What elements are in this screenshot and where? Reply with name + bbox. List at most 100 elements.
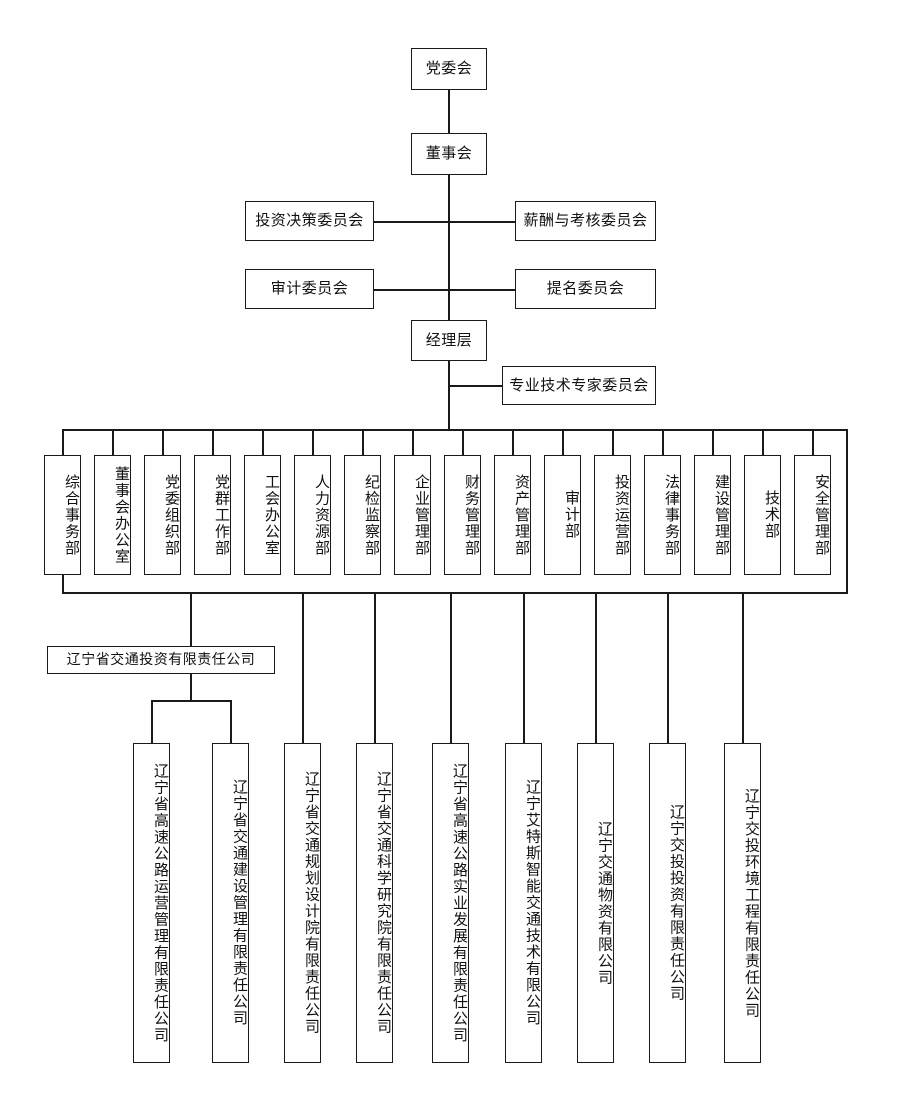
dept-box-11[interactable]: 审计部 xyxy=(544,455,581,575)
dept-box-3[interactable]: 党委组织部 xyxy=(144,455,181,575)
department-bus-line xyxy=(62,429,848,431)
node-remuneration-assessment-committee-label: 薪酬与考核委员会 xyxy=(523,211,648,230)
sub-drop-5 xyxy=(450,592,452,743)
subsidiary-label-7: 辽宁交通物资有限公司 xyxy=(596,820,614,986)
sub-drop-6 xyxy=(523,592,525,743)
connector-investment-committee xyxy=(373,221,449,223)
dept-label-12: 投资运营部 xyxy=(613,473,631,557)
sub-drop-2 xyxy=(230,700,232,743)
dept-drop-7 xyxy=(362,429,364,455)
dept-drop-3 xyxy=(162,429,164,455)
node-board-of-directors-label: 董事会 xyxy=(425,144,473,163)
node-nomination-committee-label: 提名委员会 xyxy=(546,279,625,298)
dept-drop-8 xyxy=(412,429,414,455)
dept-label-7: 纪检监察部 xyxy=(363,473,381,557)
dept-label-3: 党委组织部 xyxy=(163,473,181,557)
node-technical-expert-committee[interactable]: 专业技术专家委员会 xyxy=(502,366,656,405)
connector-party-to-board xyxy=(448,90,450,134)
node-investment-decision-committee-label: 投资决策委员会 xyxy=(255,211,364,230)
dept-label-6: 人力资源部 xyxy=(313,473,331,557)
connector-nomination-committee xyxy=(448,289,516,291)
node-management-layer[interactable]: 经理层 xyxy=(411,320,487,361)
dept-label-9: 财务管理部 xyxy=(463,473,481,557)
subsidiary-box-7[interactable]: 辽宁交通物资有限公司 xyxy=(577,743,614,1063)
dept-box-12[interactable]: 投资运营部 xyxy=(594,455,631,575)
subsidiary-box-1[interactable]: 辽宁省高速公路运营管理有限责任公司 xyxy=(133,743,170,1063)
connector-management-down xyxy=(448,361,450,431)
dept-drop-10 xyxy=(512,429,514,455)
dept-drop-12 xyxy=(612,429,614,455)
dept-box-14[interactable]: 建设管理部 xyxy=(694,455,731,575)
dept-label-16: 安全管理部 xyxy=(813,473,831,557)
sub-drop-4 xyxy=(374,592,376,743)
subsidiary-bus-line xyxy=(62,592,848,594)
node-holding-company-label: 辽宁省交通投资有限责任公司 xyxy=(66,651,256,668)
dept-drop-9 xyxy=(462,429,464,455)
subsidiary-label-8: 辽宁交投投资有限责任公司 xyxy=(668,804,686,1002)
subsidiary-label-6: 辽宁艾特斯智能交通技术有限公司 xyxy=(524,779,542,1027)
dept-drop-2 xyxy=(112,429,114,455)
subsidiary-label-5: 辽宁省高速公路实业发展有限责任公司 xyxy=(451,762,469,1044)
subsidiary-box-8[interactable]: 辽宁交投投资有限责任公司 xyxy=(649,743,686,1063)
dept-drop-14 xyxy=(712,429,714,455)
node-investment-decision-committee[interactable]: 投资决策委员会 xyxy=(245,201,374,241)
dept-label-4: 党群工作部 xyxy=(213,473,231,557)
dept-label-2: 董事会办公室 xyxy=(113,465,131,565)
node-nomination-committee[interactable]: 提名委员会 xyxy=(515,269,656,309)
dept-drop-16 xyxy=(812,429,814,455)
node-board-of-directors[interactable]: 董事会 xyxy=(411,133,487,175)
node-party-committee-label: 党委会 xyxy=(425,59,473,78)
sub-drop-8 xyxy=(667,592,669,743)
bus-right-rail xyxy=(846,429,848,594)
subsidiary-box-5[interactable]: 辽宁省高速公路实业发展有限责任公司 xyxy=(432,743,469,1063)
dept-label-8: 企业管理部 xyxy=(413,473,431,557)
node-audit-committee-label: 审计委员会 xyxy=(270,279,349,298)
connector-holding-up xyxy=(190,592,192,646)
subsidiary-label-3: 辽宁省交通规划设计院有限责任公司 xyxy=(303,771,321,1035)
dept-box-5[interactable]: 工会办公室 xyxy=(244,455,281,575)
dept-box-13[interactable]: 法律事务部 xyxy=(644,455,681,575)
dept-box-6[interactable]: 人力资源部 xyxy=(294,455,331,575)
dept-box-7[interactable]: 纪检监察部 xyxy=(344,455,381,575)
dept-drop-6 xyxy=(312,429,314,455)
dept-label-15: 技术部 xyxy=(763,490,781,540)
dept-box-16[interactable]: 安全管理部 xyxy=(794,455,831,575)
dept-box-10[interactable]: 资产管理部 xyxy=(494,455,531,575)
dept-drop-11 xyxy=(562,429,564,455)
subsidiary-box-9[interactable]: 辽宁交投环境工程有限责任公司 xyxy=(724,743,761,1063)
dept-drop-15 xyxy=(762,429,764,455)
node-holding-company[interactable]: 辽宁省交通投资有限责任公司 xyxy=(47,646,275,674)
dept-box-9[interactable]: 财务管理部 xyxy=(444,455,481,575)
subsidiary-box-4[interactable]: 辽宁省交通科学研究院有限责任公司 xyxy=(356,743,393,1063)
sub-drop-3 xyxy=(302,592,304,743)
node-audit-committee[interactable]: 审计委员会 xyxy=(245,269,374,309)
node-party-committee[interactable]: 党委会 xyxy=(411,48,487,90)
subsidiary-box-3[interactable]: 辽宁省交通规划设计院有限责任公司 xyxy=(284,743,321,1063)
dept-label-14: 建设管理部 xyxy=(713,473,731,557)
dept-label-11: 审计部 xyxy=(563,490,581,540)
subsidiary-label-4: 辽宁省交通科学研究院有限责任公司 xyxy=(375,771,393,1035)
dept-drop-5 xyxy=(262,429,264,455)
node-remuneration-assessment-committee[interactable]: 薪酬与考核委员会 xyxy=(515,201,656,241)
dept-box-4[interactable]: 党群工作部 xyxy=(194,455,231,575)
connector-holding-down xyxy=(190,673,192,702)
connector-board-to-management xyxy=(448,175,450,320)
dept-box-15[interactable]: 技术部 xyxy=(744,455,781,575)
holding-split-bus xyxy=(151,700,232,702)
dept-label-1: 综合事务部 xyxy=(63,473,81,557)
dept-label-13: 法律事务部 xyxy=(663,473,681,557)
subsidiary-box-2[interactable]: 辽宁省交通建设管理有限责任公司 xyxy=(212,743,249,1063)
subsidiary-box-6[interactable]: 辽宁艾特斯智能交通技术有限公司 xyxy=(505,743,542,1063)
dept-box-2[interactable]: 董事会办公室 xyxy=(94,455,131,575)
sub-drop-1 xyxy=(151,700,153,743)
node-management-layer-label: 经理层 xyxy=(425,330,473,349)
dept-label-10: 资产管理部 xyxy=(513,473,531,557)
sub-drop-9 xyxy=(742,592,744,743)
dept-box-1[interactable]: 综合事务部 xyxy=(44,455,81,575)
connector-remuneration-committee xyxy=(448,221,516,223)
dept-box-8[interactable]: 企业管理部 xyxy=(394,455,431,575)
connector-audit-committee xyxy=(373,289,449,291)
sub-drop-7 xyxy=(595,592,597,743)
dept-label-5: 工会办公室 xyxy=(263,473,281,557)
